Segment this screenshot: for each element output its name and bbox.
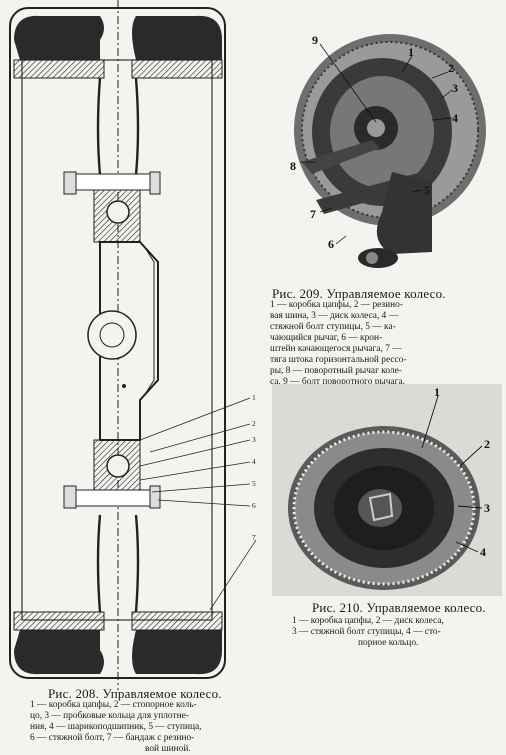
fig210-caption-title: Рис. 210. Управляемое колесо. <box>312 600 486 615</box>
fig208-caption-title: Рис. 208. Управляемое колесо. <box>48 686 222 701</box>
fig210-callout-4: 4 <box>480 545 486 559</box>
fig210-caption-line: 3 — стяжной болт ступицы, 4 — сто- <box>292 627 441 637</box>
fig208-caption-body: 1 — коробка цапфы, 2 — стопорное коль- ц… <box>30 700 202 755</box>
fig209-caption-title: Рис. 209. Управляемое колесо. <box>272 286 446 301</box>
fig210-callout-1: 1 <box>434 385 440 399</box>
fig210-caption-line: 1 — коробка цапфы, 2 — диск колеса, <box>292 616 444 626</box>
fig208-callout-4: 4 <box>252 457 256 466</box>
fig208-caption-line: 6 — стяжной болт, 7 — бандаж с резино- <box>30 733 195 743</box>
fig209-callout-4: 4 <box>452 111 458 125</box>
fig209-caption-line: 1 — коробка цапфы, 2 — резино- <box>270 300 403 310</box>
fig209-callout-6: 6 <box>328 237 334 251</box>
fig209-caption-line: тяга штока горизонтальной рессо- <box>270 355 407 365</box>
fig209-callout-8: 8 <box>290 159 296 173</box>
fig209-caption-body: 1 — коробка цапфы, 2 — резино- вая шина,… <box>270 300 406 388</box>
fig208-callout-6: 6 <box>252 501 256 510</box>
fig209-caption-line: вая шина, 3 — диск колеса, 4 — <box>270 311 399 321</box>
fig210-callout-3: 3 <box>484 501 490 515</box>
fig208-callout-2: 2 <box>252 419 256 428</box>
fig210-caption-body: 1 — коробка цапфы, 2 — диск колеса, 3 — … <box>292 616 444 649</box>
fig209-callout-3: 3 <box>452 81 458 95</box>
fig208-callout-7: 7 <box>252 533 256 542</box>
figure-209-photo: 9 1 2 3 4 8 5 7 6 <box>272 22 502 280</box>
fig208-caption-line: ния, 4 — шарикоподшипник, 5 — ступица, <box>30 722 202 732</box>
fig209-callout-1: 1 <box>408 45 414 59</box>
fig208-callout-5: 5 <box>252 479 256 488</box>
fig208-caption-line: 1 — коробка цапфы, 2 — стопорное коль- <box>30 700 197 710</box>
fig210-caption-line: порное кольцо. <box>358 638 419 648</box>
fig209-callout-7: 7 <box>310 207 316 221</box>
fig209-caption-line: штейн качающегося рычага, 7 — <box>270 344 402 354</box>
fig208-callout-3: 3 <box>252 435 256 444</box>
fig209-callout-5: 5 <box>424 183 430 197</box>
figure-208-drawing: 1 2 3 4 5 6 7 <box>9 0 257 690</box>
fig210-callout-2: 2 <box>484 437 490 451</box>
fig208-caption-line: цо, 3 — пробковые кольца для уплотне- <box>30 711 189 721</box>
fig209-caption-line: са, 9 — болт поворотного рычага. <box>270 377 405 387</box>
fig209-callout-9: 9 <box>312 33 318 47</box>
figure-210-photo: 1 2 3 4 <box>272 384 502 596</box>
fig209-caption-line: ры, 8 — поворотный рычаг коле- <box>270 366 402 376</box>
fig209-caption-line: чающийся рычаг, 6 — крон- <box>270 333 383 343</box>
fig209-caption-line: стяжной болт ступицы, 5 — ка- <box>270 322 396 332</box>
fig208-callout-1: 1 <box>252 393 256 402</box>
fig209-callout-2: 2 <box>448 61 454 75</box>
